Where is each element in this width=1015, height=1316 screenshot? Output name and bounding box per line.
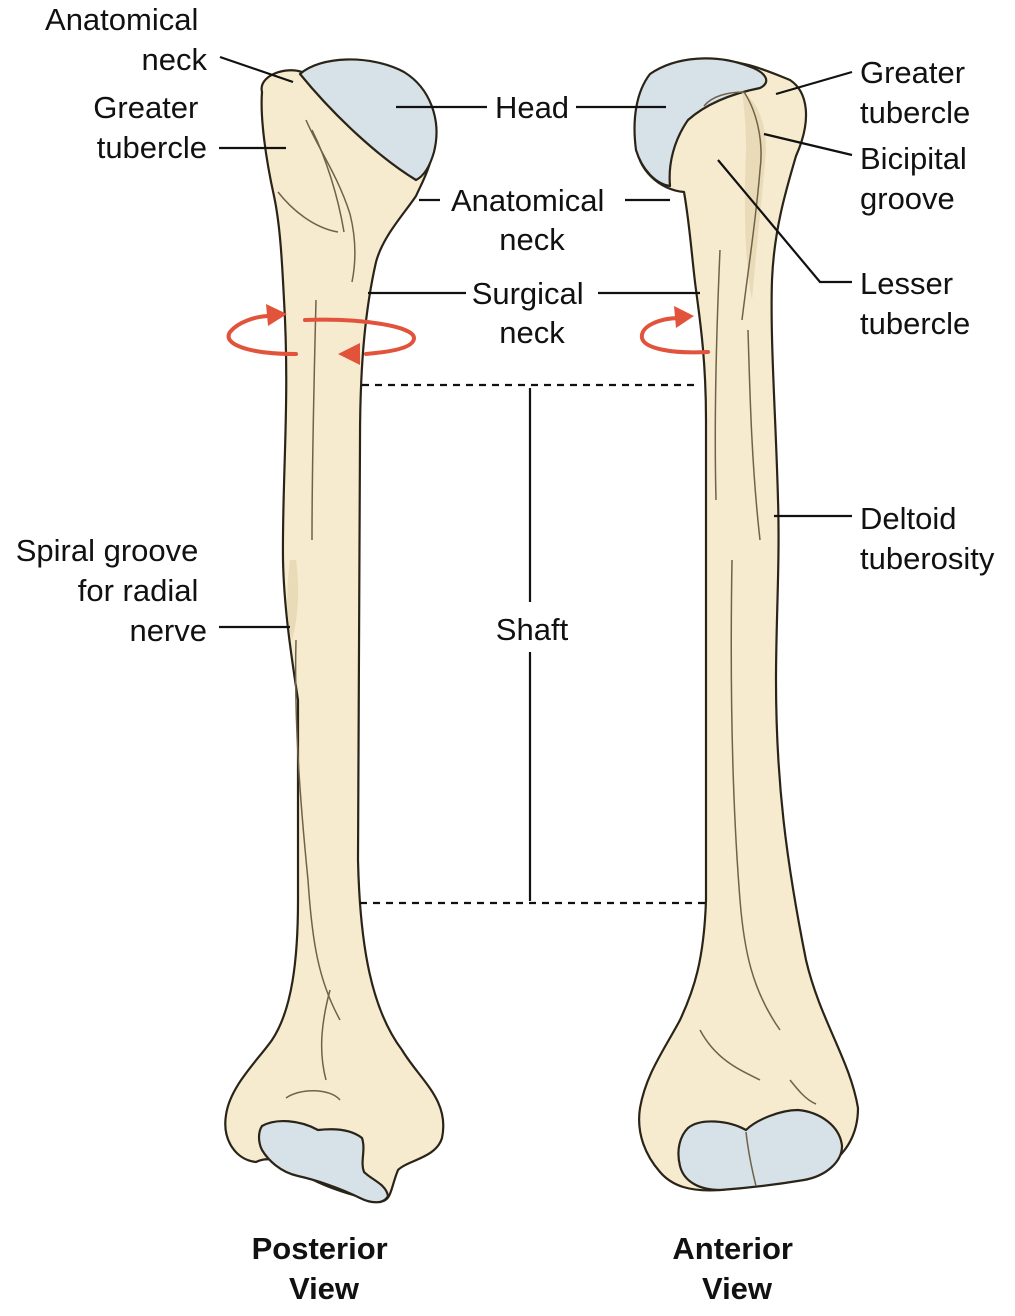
label-bicipital-groove: Bicipital groove xyxy=(860,141,975,216)
rotation-arrow-left-upper xyxy=(226,314,298,356)
label-spiral-groove: Spiral groove for radial nerve xyxy=(16,533,207,648)
anterior-trochlea-cartilage xyxy=(677,1108,844,1192)
posterior-head-cartilage xyxy=(298,58,438,182)
posterior-trochlea-cartilage xyxy=(257,1120,390,1204)
leader-lesser-tubercle xyxy=(717,159,852,284)
anterior-view-caption: Anterior View xyxy=(672,1231,801,1306)
label-head: Head xyxy=(495,90,569,125)
rotation-arrow-left-lower xyxy=(303,317,417,356)
anterior-head-cartilage xyxy=(633,57,768,188)
posterior-humerus xyxy=(224,58,445,1204)
label-shaft: Shaft xyxy=(496,612,569,647)
label-surgical-neck: Surgical neck xyxy=(472,276,593,350)
label-greater-tubercle-left: Greater tubercle xyxy=(93,90,207,165)
leader-bicipital-groove xyxy=(763,132,853,157)
labels: Anatomical neck Greater tubercle Head An… xyxy=(16,2,995,1306)
label-lesser-tubercle: Lesser tubercle xyxy=(860,266,970,341)
leader-anatomical-neck-left xyxy=(219,55,294,84)
leader-lines xyxy=(219,55,853,905)
posterior-view-caption: Posterior View xyxy=(252,1231,397,1306)
label-greater-tubercle-right: Greater tubercle xyxy=(860,55,974,130)
leader-greater-tubercle-right xyxy=(775,70,853,96)
anterior-bone-outline xyxy=(634,58,860,1192)
rotation-arrow-right xyxy=(639,316,710,355)
label-anatomical-neck-left: Anatomical neck xyxy=(45,2,207,77)
rotation-arrows xyxy=(226,304,710,365)
label-anatomical-neck-center: Anatomical neck xyxy=(451,183,613,257)
posterior-bone-outline xyxy=(224,69,445,1204)
anterior-humerus xyxy=(633,57,860,1192)
label-deltoid-tuberosity: Deltoid tuberosity xyxy=(860,501,995,576)
